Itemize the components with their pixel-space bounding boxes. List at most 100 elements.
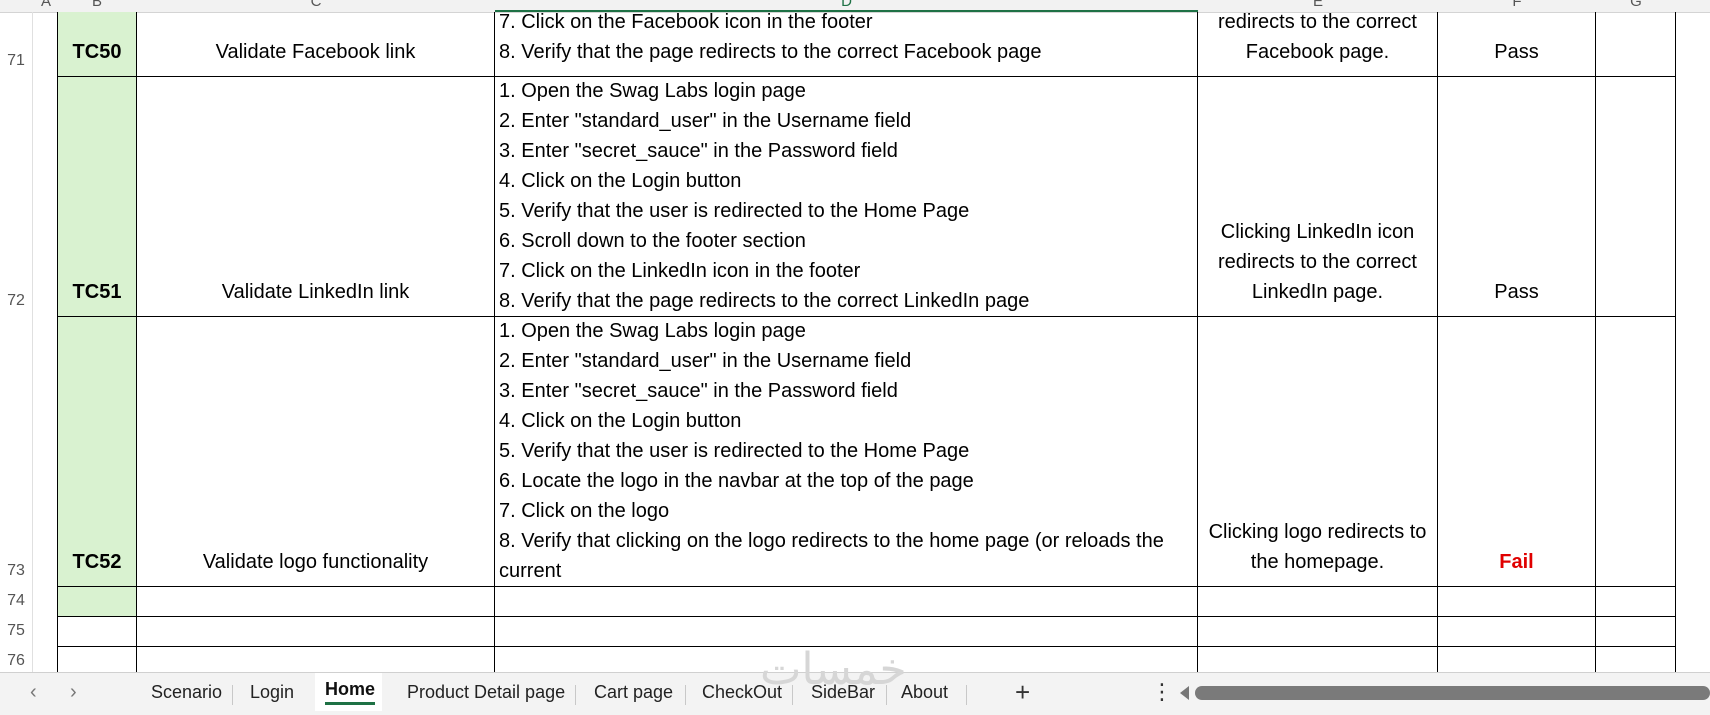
- row-number-74[interactable]: 74: [7, 592, 25, 609]
- empty-cell[interactable]: [57, 587, 137, 617]
- active-column-indicator: [495, 10, 1198, 12]
- empty-cell[interactable]: [1596, 647, 1676, 672]
- empty-cell[interactable]: [1438, 587, 1596, 617]
- empty-cell[interactable]: [495, 587, 1198, 617]
- expected-line: redirects to the correct: [1218, 12, 1417, 33]
- steps-cell[interactable]: 1. Open the Swag Labs login page 2. Ente…: [495, 77, 1198, 317]
- chevron-right-icon[interactable]: ›: [70, 681, 77, 703]
- step-line: 3. Enter "secret_sauce" in the Password …: [499, 380, 898, 402]
- tab-home[interactable]: Home: [325, 679, 376, 705]
- column-header-g[interactable]: G: [1630, 0, 1642, 10]
- step-line: 2. Enter "standard_user" in the Username…: [499, 110, 912, 132]
- scenario-text: Validate logo functionality: [202, 551, 429, 573]
- steps-list: 1. Open the Swag Labs login page 2. Ente…: [495, 316, 1197, 586]
- step-line: 1. Open the Swag Labs login page: [499, 80, 806, 102]
- row-number-71[interactable]: 71: [7, 52, 25, 69]
- status-text: Pass: [1494, 41, 1539, 63]
- tab-sidebar[interactable]: SideBar: [811, 682, 876, 702]
- scenario-cell[interactable]: Validate Facebook link: [137, 12, 495, 77]
- row-number-76[interactable]: 76: [7, 652, 25, 669]
- empty-cell[interactable]: [137, 587, 495, 617]
- step-line: current: [499, 560, 562, 582]
- tab-checkout[interactable]: CheckOut: [702, 682, 783, 702]
- tab-login[interactable]: Login: [250, 682, 295, 702]
- empty-cell[interactable]: [1198, 647, 1438, 672]
- tab-separator: [575, 685, 576, 705]
- tab-cart-page[interactable]: Cart page: [594, 682, 674, 702]
- tab-separator: [232, 685, 233, 705]
- expected-result-cell[interactable]: Clicking logo redirects to the homepage.: [1198, 317, 1438, 587]
- status-cell[interactable]: Pass: [1438, 12, 1596, 77]
- expected-result-cell[interactable]: Clicking LinkedIn icon redirects to the …: [1198, 77, 1438, 317]
- column-header-a[interactable]: A: [40, 0, 51, 10]
- empty-cell[interactable]: [1198, 617, 1438, 647]
- status-cell[interactable]: Pass: [1438, 77, 1596, 317]
- steps-cell[interactable]: 7. Click on the Facebook icon in the foo…: [495, 12, 1198, 77]
- sheet-tab-bar: ‹ › Scenario Login Home Product Detail p…: [0, 672, 1710, 715]
- test-case-id: TC50: [72, 41, 122, 63]
- empty-cell[interactable]: [1198, 587, 1438, 617]
- expected-line: Clicking LinkedIn icon: [1220, 221, 1415, 243]
- empty-cell[interactable]: [137, 647, 495, 672]
- step-line: 7. Click on the LinkedIn icon in the foo…: [499, 260, 861, 282]
- active-tab-underline: [325, 702, 376, 705]
- empty-cell[interactable]: [57, 647, 137, 672]
- expected-result-text: Clicking logo redirects to the homepage.: [1198, 517, 1437, 577]
- step-line: 7. Click on the Facebook icon in the foo…: [499, 12, 873, 33]
- steps-cell[interactable]: 1. Open the Swag Labs login page 2. Ente…: [495, 317, 1198, 587]
- column-header-b[interactable]: B: [91, 0, 102, 10]
- empty-cell[interactable]: [1596, 617, 1676, 647]
- scenario-cell[interactable]: Validate LinkedIn link: [137, 77, 495, 317]
- empty-cell[interactable]: [1596, 12, 1676, 77]
- tab-separator: [886, 685, 887, 705]
- step-line: 1. Open the Swag Labs login page: [499, 320, 806, 342]
- expected-line: redirects to the correct: [1218, 251, 1417, 273]
- row-number-73[interactable]: 73: [7, 562, 25, 579]
- column-header-d[interactable]: D: [841, 0, 852, 10]
- id-cell[interactable]: TC51: [57, 77, 137, 317]
- scroll-left-icon[interactable]: [1180, 686, 1189, 700]
- plus-icon[interactable]: +: [1015, 677, 1031, 707]
- empty-cell[interactable]: [1596, 77, 1676, 317]
- id-cell[interactable]: TC50: [57, 12, 137, 77]
- row-number-72[interactable]: 72: [7, 292, 25, 309]
- chevron-left-icon[interactable]: ‹: [30, 681, 37, 703]
- expected-result-cell[interactable]: redirects to the correct Facebook page.: [1198, 12, 1438, 77]
- test-case-id: TC51: [72, 281, 122, 303]
- scenario-text: Validate Facebook link: [215, 41, 416, 63]
- step-line: 7. Click on the logo: [499, 500, 670, 522]
- scenario-text: Validate LinkedIn link: [221, 281, 410, 303]
- step-line: 4. Click on the Login button: [499, 170, 742, 192]
- empty-cell[interactable]: [495, 647, 1198, 672]
- step-line: 6. Locate the logo in the navbar at the …: [499, 470, 974, 492]
- step-line: 5. Verify that the user is redirected to…: [499, 440, 970, 462]
- more-vertical-icon[interactable]: ⋮: [1151, 679, 1173, 704]
- column-header-c[interactable]: C: [310, 0, 322, 10]
- tab-about[interactable]: About: [901, 682, 949, 702]
- step-line: 8. Verify that the page redirects to the…: [499, 41, 1042, 63]
- column-header-e[interactable]: E: [1312, 0, 1323, 10]
- tab-scenario[interactable]: Scenario: [151, 682, 223, 702]
- step-line: 8. Verify that clicking on the logo redi…: [499, 530, 1164, 552]
- row-number-75[interactable]: 75: [7, 622, 25, 639]
- id-cell[interactable]: TC52: [57, 317, 137, 587]
- empty-cell[interactable]: [137, 617, 495, 647]
- empty-cell[interactable]: [1438, 647, 1596, 672]
- empty-cell[interactable]: [1596, 317, 1676, 587]
- tab-separator: [792, 685, 793, 705]
- status-text-fail: Fail: [1499, 551, 1534, 573]
- empty-cell[interactable]: [495, 617, 1198, 647]
- empty-cell[interactable]: [57, 617, 137, 647]
- empty-cell[interactable]: [1596, 587, 1676, 617]
- step-line: 5. Verify that the user is redirected to…: [499, 200, 970, 222]
- tab-separator: [685, 685, 686, 705]
- column-header-f[interactable]: F: [1512, 0, 1522, 10]
- step-line: 4. Click on the Login button: [499, 410, 742, 432]
- scenario-cell[interactable]: Validate logo functionality: [137, 317, 495, 587]
- horizontal-scrollbar[interactable]: [1195, 686, 1710, 700]
- tab-product-detail-page[interactable]: Product Detail page: [407, 682, 566, 702]
- status-cell[interactable]: Fail: [1438, 317, 1596, 587]
- empty-cell[interactable]: [1438, 617, 1596, 647]
- step-line: 2. Enter "standard_user" in the Username…: [499, 350, 912, 372]
- expected-line: Facebook page.: [1245, 41, 1390, 63]
